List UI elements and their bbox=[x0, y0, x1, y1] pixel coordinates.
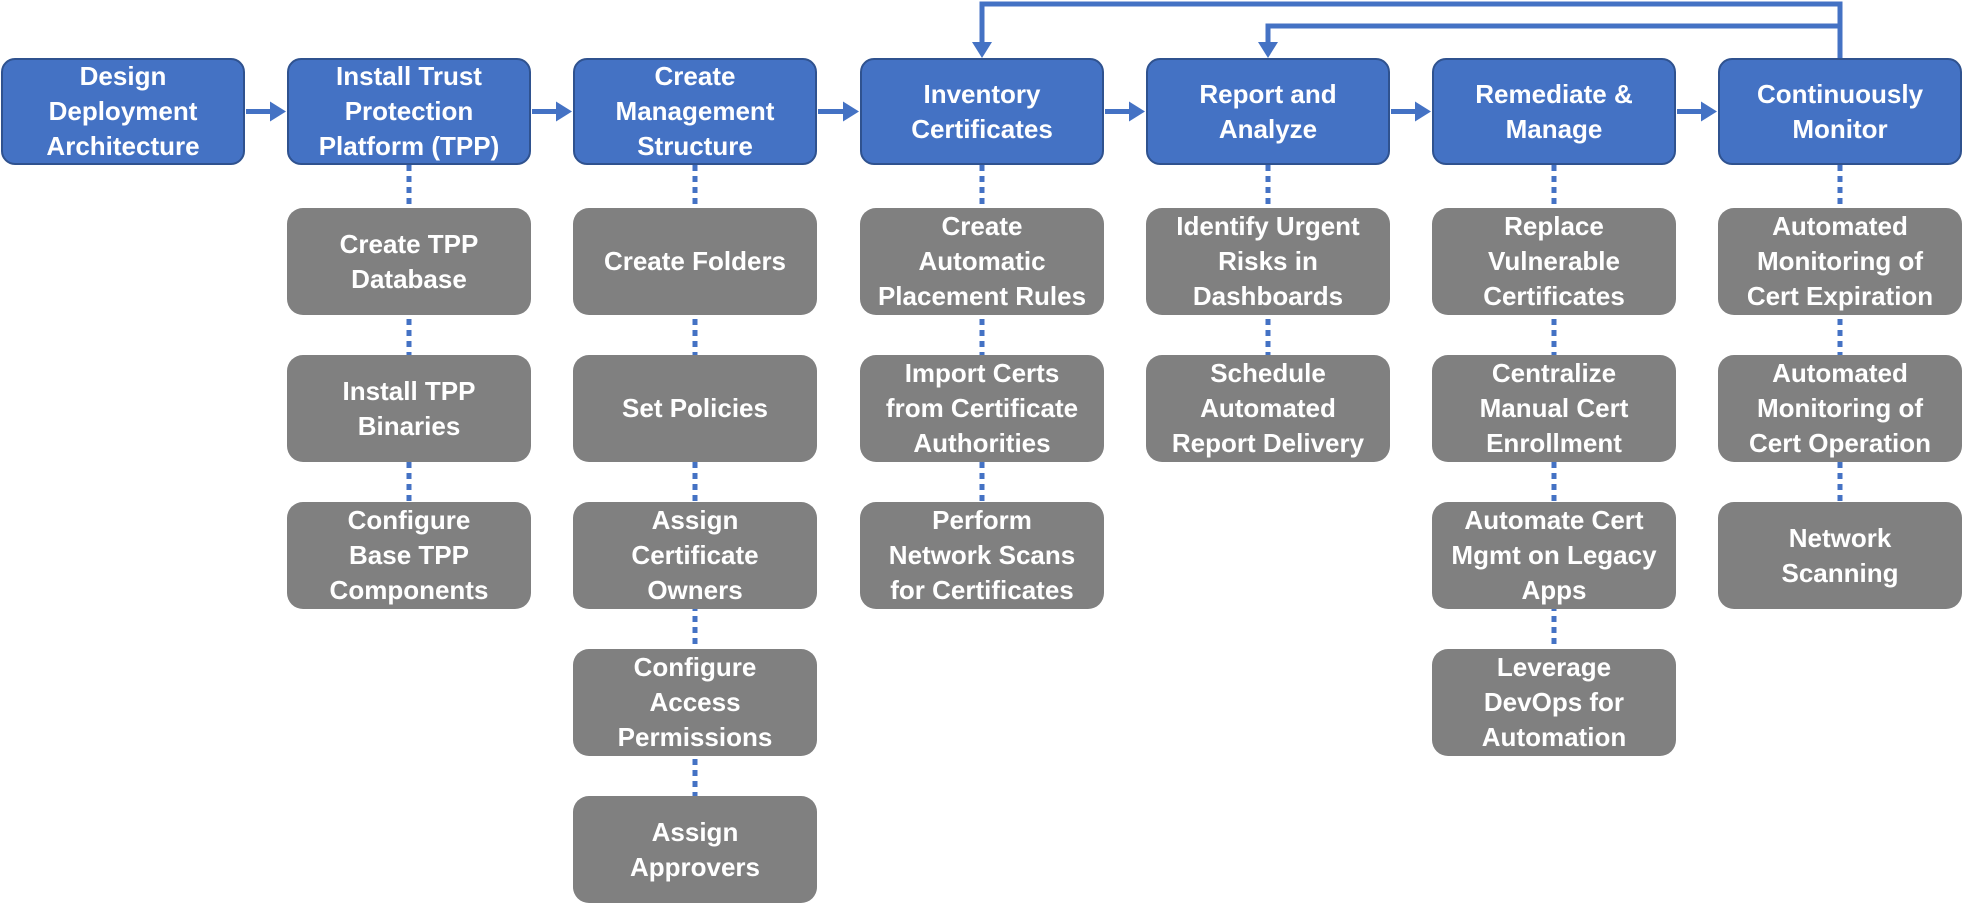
task-create-folders: Create Folders bbox=[573, 208, 817, 315]
task-monitor-cert-operation: Automated Monitoring of Cert Operation bbox=[1718, 355, 1962, 462]
stage-create-management-structure: Create Management Structure bbox=[573, 58, 817, 165]
task-centralize-manual-cert-enrollment: Centralize Manual Cert Enrollment bbox=[1432, 355, 1676, 462]
feedback-loop-line bbox=[979, 1, 1843, 58]
task-schedule-automated-report-delivery: Schedule Automated Report Delivery bbox=[1146, 355, 1390, 462]
task-assign-approvers: Assign Approvers bbox=[573, 796, 817, 903]
feedback-loop-arrowhead bbox=[1258, 42, 1278, 58]
task-configure-access-permissions: Configure Access Permissions bbox=[573, 649, 817, 756]
task-set-policies: Set Policies bbox=[573, 355, 817, 462]
task-import-certs-from-cas: Import Certs from Certificate Authoritie… bbox=[860, 355, 1104, 462]
task-monitor-cert-expiration: Automated Monitoring of Cert Expiration bbox=[1718, 208, 1962, 315]
task-replace-vulnerable-certificates: Replace Vulnerable Certificates bbox=[1432, 208, 1676, 315]
flow-arrowhead bbox=[843, 101, 859, 122]
flow-arrowhead bbox=[1701, 101, 1717, 122]
task-network-scanning: Network Scanning bbox=[1718, 502, 1962, 609]
task-automate-cert-mgmt-legacy-apps: Automate Cert Mgmt on Legacy Apps bbox=[1432, 502, 1676, 609]
task-leverage-devops: Leverage DevOps for Automation bbox=[1432, 649, 1676, 756]
stage-inventory-certificates: Inventory Certificates bbox=[860, 58, 1104, 165]
stage-report-and-analyze: Report and Analyze bbox=[1146, 58, 1390, 165]
flow-arrowhead bbox=[270, 101, 286, 122]
stage-design-deployment-architecture: Design Deployment Architecture bbox=[1, 58, 245, 165]
task-assign-certificate-owners: Assign Certificate Owners bbox=[573, 502, 817, 609]
stage-continuously-monitor: Continuously Monitor bbox=[1718, 58, 1962, 165]
feedback-loop-arrowhead bbox=[972, 42, 992, 58]
task-create-tpp-database: Create TPP Database bbox=[287, 208, 531, 315]
task-configure-base-tpp-components: Configure Base TPP Components bbox=[287, 502, 531, 609]
stage-install-tpp: Install Trust Protection Platform (TPP) bbox=[287, 58, 531, 165]
flow-arrowhead bbox=[1129, 101, 1145, 122]
task-install-tpp-binaries: Install TPP Binaries bbox=[287, 355, 531, 462]
flow-arrowhead bbox=[556, 101, 572, 122]
task-create-automatic-placement-rules: Create Automatic Placement Rules bbox=[860, 208, 1104, 315]
stage-remediate-and-manage: Remediate & Manage bbox=[1432, 58, 1676, 165]
task-identify-urgent-risks: Identify Urgent Risks in Dashboards bbox=[1146, 208, 1390, 315]
feedback-loop-line bbox=[1265, 23, 1843, 58]
flow-arrowhead bbox=[1415, 101, 1431, 122]
task-perform-network-scans: Perform Network Scans for Certificates bbox=[860, 502, 1104, 609]
